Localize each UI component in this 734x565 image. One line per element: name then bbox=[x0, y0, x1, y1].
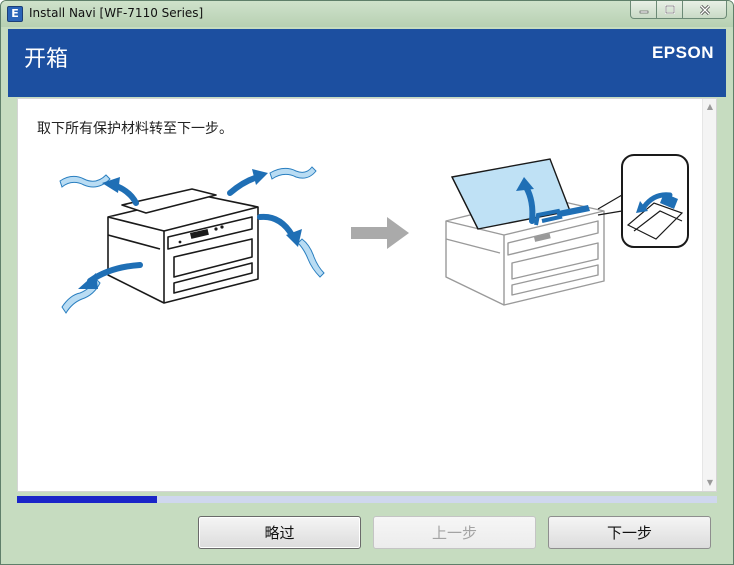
scroll-up-icon[interactable]: ▲ bbox=[706, 102, 714, 111]
printer-tape-removal-illustration bbox=[59, 166, 325, 314]
progress-fill bbox=[17, 496, 157, 503]
window-controls bbox=[630, 1, 727, 20]
title-bar[interactable]: E Install Navi [WF-7110 Series] bbox=[1, 1, 733, 27]
page-title: 开箱 bbox=[24, 47, 69, 72]
right-arrow-icon bbox=[351, 217, 409, 249]
minimize-button[interactable] bbox=[630, 1, 657, 19]
printer-open-cover-illustration bbox=[445, 154, 689, 306]
skip-button[interactable]: 略过 bbox=[198, 516, 361, 549]
app-icon: E bbox=[7, 6, 23, 22]
brand-logo: EPSON bbox=[651, 43, 714, 62]
setup-progress-bar bbox=[17, 496, 717, 503]
close-button[interactable] bbox=[683, 1, 727, 19]
content-panel: 取下所有保护材料转至下一步。 bbox=[17, 98, 717, 492]
back-button[interactable]: 上一步 bbox=[373, 516, 536, 549]
instruction-text: 取下所有保护材料转至下一步。 bbox=[37, 121, 233, 137]
close-icon bbox=[699, 4, 710, 15]
window-title: Install Navi [WF-7110 Series] bbox=[29, 6, 204, 20]
maximize-icon bbox=[664, 5, 675, 14]
scroll-down-icon[interactable]: ▼ bbox=[706, 478, 714, 487]
next-button[interactable]: 下一步 bbox=[548, 516, 711, 549]
page-header: 开箱 EPSON bbox=[8, 29, 726, 97]
minimize-icon bbox=[639, 10, 648, 13]
maximize-button[interactable] bbox=[657, 1, 683, 19]
vertical-scrollbar[interactable]: ▲ ▼ bbox=[702, 99, 716, 491]
